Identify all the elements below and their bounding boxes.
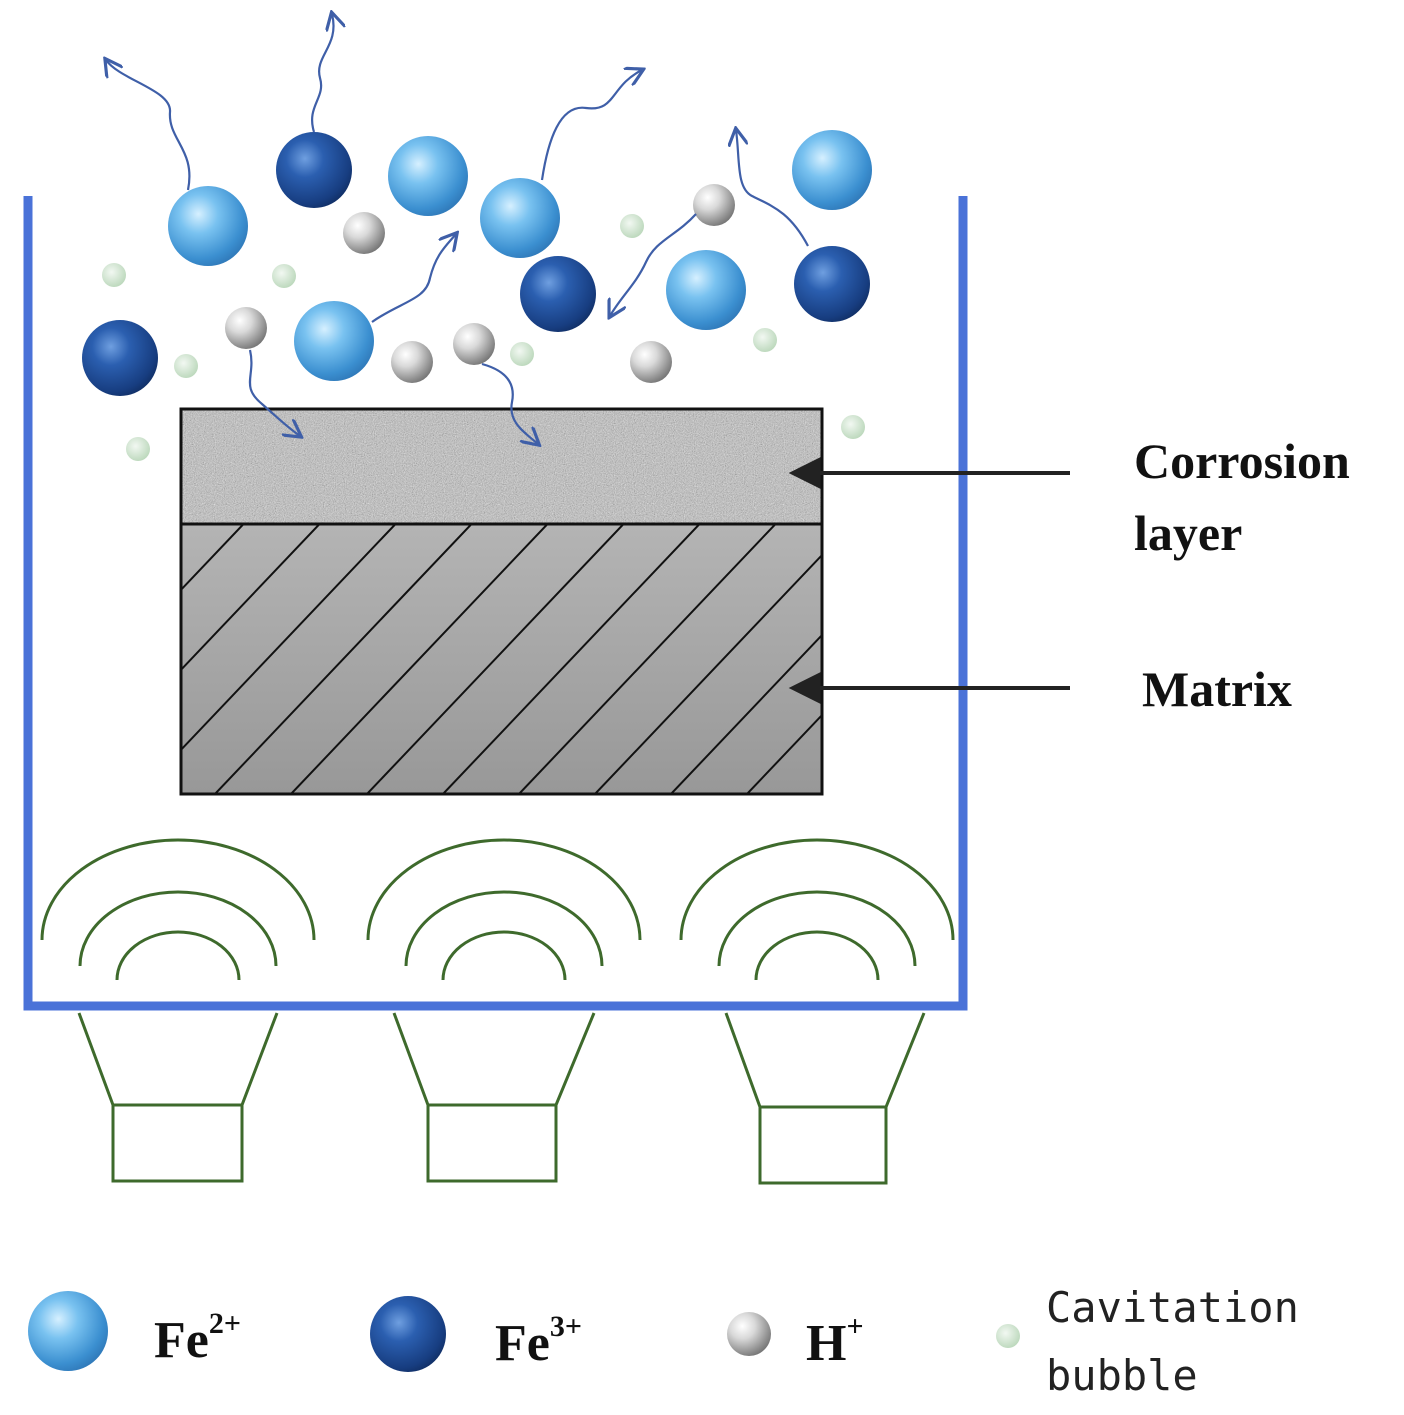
legend-bubble-swatch [996, 1324, 1020, 1348]
legend-fe3-sup: 3+ [550, 1310, 582, 1343]
fe2-ions [168, 130, 872, 381]
legend-cavitation-line1: Cavitation [1046, 1283, 1299, 1332]
legend-cavitation-line2: bubble [1046, 1351, 1198, 1400]
hatch-line [214, 524, 473, 794]
hatch-line [518, 524, 777, 794]
corrosion-layer [179, 407, 824, 526]
tank-wall [23, 196, 968, 1011]
transducer [77, 1012, 279, 1183]
ultrasonic-waves [40, 838, 955, 981]
hatch-line [594, 553, 822, 794]
hatch-line [181, 524, 321, 672]
legend-h-sup: + [846, 1310, 863, 1343]
legend-fe2-sup: 2+ [209, 1307, 241, 1340]
h-ions [225, 184, 735, 383]
hatch-line [442, 524, 701, 794]
svg-text:Fe2+: Fe2+ [154, 1307, 241, 1369]
legend-fe3-swatch [370, 1296, 446, 1372]
fe3-ions [82, 132, 870, 396]
legend-h-swatch [727, 1312, 771, 1356]
legend: Fe2+ Fe3+ H+ Cavitation bubble [28, 1283, 1299, 1400]
transducer [724, 1012, 926, 1185]
legend-fe3-base: Fe [495, 1315, 550, 1372]
hatch-line [823, 524, 1080, 794]
transducer [392, 1012, 596, 1183]
hatch-line [899, 524, 1156, 794]
legend-fe2-swatch [28, 1291, 108, 1371]
matrix-block [179, 522, 1156, 796]
hatch-line [290, 524, 549, 794]
hatch-line [181, 524, 245, 592]
ion-migration-arrows [106, 14, 809, 444]
svg-text:H+: H+ [806, 1310, 864, 1372]
hatch-line [670, 633, 822, 794]
hatch-line [746, 713, 822, 794]
corrosion-layer-label-line1: Corrosion [1134, 433, 1350, 489]
corrosion-layer-label-line2: layer [1134, 505, 1242, 561]
legend-h-base: H [806, 1315, 846, 1372]
matrix-label: Matrix [1142, 661, 1292, 717]
svg-text:Fe3+: Fe3+ [495, 1310, 582, 1372]
legend-fe2-base: Fe [154, 1312, 209, 1369]
hatch-line [366, 524, 625, 794]
cavitation-bubbles [102, 214, 865, 461]
